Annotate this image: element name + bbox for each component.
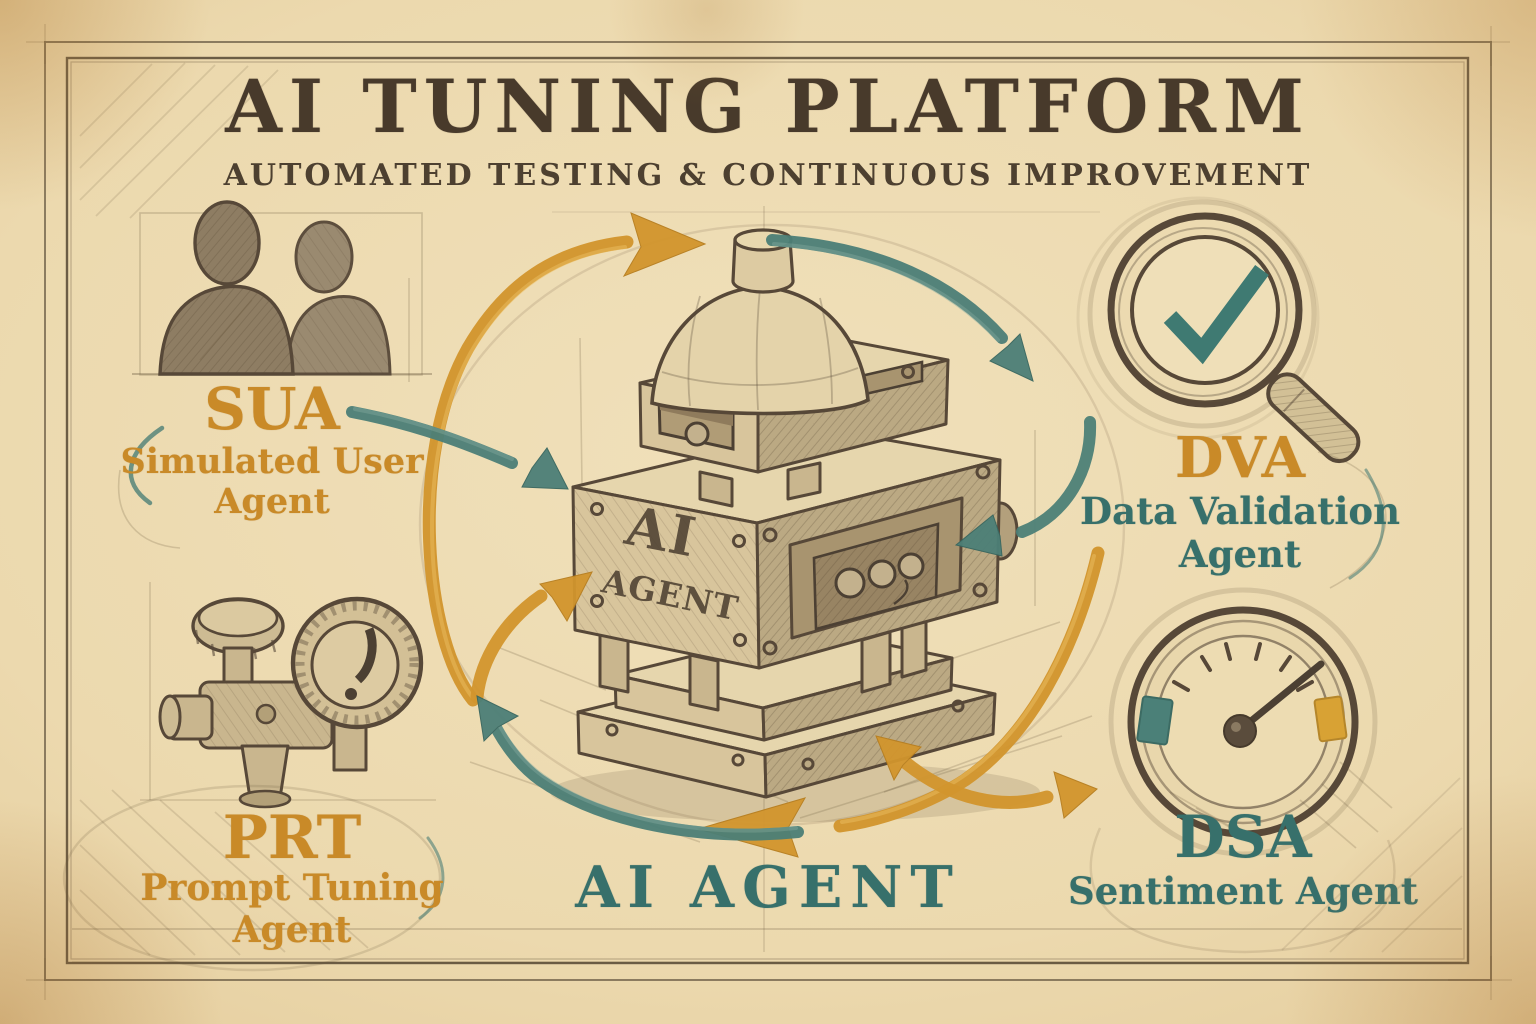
prt-name-line1: Prompt Tuning — [140, 867, 444, 909]
gauge-needle — [1236, 660, 1325, 734]
gauge-orange-zone — [1313, 695, 1348, 743]
prt-name-line2: Agent — [232, 908, 352, 951]
sua-pencil-arc — [117, 469, 181, 549]
arrow-prt-to-robot — [470, 571, 593, 704]
dva-name-line1: Data Validation — [1080, 488, 1400, 533]
speedometer-gauge-icon — [1108, 587, 1393, 857]
corner-hatch-top-left — [79, 62, 279, 219]
corner-hatch-bottom-right — [1281, 777, 1463, 953]
dsa-pencil-blob — [1089, 827, 1396, 954]
dva-abbr: DVA — [1174, 425, 1306, 491]
sua-name-line2: Agent — [214, 481, 330, 523]
dva-label-block: DVA Data Validation Agent — [1080, 425, 1400, 576]
gauge-teal-zone — [1136, 695, 1174, 746]
user-front-silhouette — [158, 200, 295, 376]
arrow-prt-to-top — [422, 212, 707, 707]
gauge-ticks — [1172, 642, 1314, 692]
sua-name-line1: Simulated User — [120, 440, 424, 482]
robot-icon: AI AGENT — [550, 228, 1040, 822]
dsa-abbr: DSA — [1174, 803, 1312, 871]
arrow-dva-to-robot — [954, 416, 1097, 557]
two-users-icon — [132, 200, 432, 376]
checkmark-icon — [1163, 264, 1269, 365]
magnifier-handle — [1266, 372, 1361, 464]
robot-face-text-ai: AI — [620, 493, 703, 570]
prt-label-block: PRT Prompt Tuning Agent — [140, 808, 443, 952]
arrow-dva-to-bottom — [696, 546, 1105, 858]
dsa-name-line1: Sentiment Agent — [1068, 868, 1418, 913]
prt-swoosh — [418, 836, 445, 920]
gauge-needle-mark — [354, 627, 377, 684]
dva-pencil-arc — [1317, 451, 1387, 589]
dva-swoosh — [1348, 468, 1385, 580]
ai-agent-label: AI AGENT — [575, 854, 961, 921]
corner-hatch-bottom-left — [79, 789, 369, 956]
poster-title: AI TUNING PLATFORM — [225, 64, 1311, 150]
prt-abbr: PRT — [222, 803, 362, 873]
sua-swoosh — [128, 425, 165, 506]
valve-pressure-gauge-icon — [140, 582, 436, 809]
prt-pencil-oval — [62, 784, 442, 972]
sketch-border — [26, 24, 1512, 1000]
arrow-top-to-dva — [766, 234, 1034, 382]
sua-abbr: SUA — [204, 375, 340, 443]
magnifier-checkmark-icon — [1076, 196, 1361, 464]
gauge-shading — [1169, 761, 1393, 849]
dsa-label-block: DSA Sentiment Agent — [1068, 803, 1418, 913]
arrow-robot-dsa-two-way — [875, 735, 1098, 819]
poster-subtitle: AUTOMATED TESTING & CONTINUOUS IMPROVEME… — [223, 158, 1313, 193]
user-back-silhouette — [285, 220, 392, 376]
arrow-sua-to-robot — [346, 406, 569, 490]
sua-label-block: SUA Simulated User Agent — [120, 375, 424, 523]
arrow-bottom-to-prt — [476, 695, 804, 841]
dva-name-line2: Agent — [1178, 531, 1302, 576]
